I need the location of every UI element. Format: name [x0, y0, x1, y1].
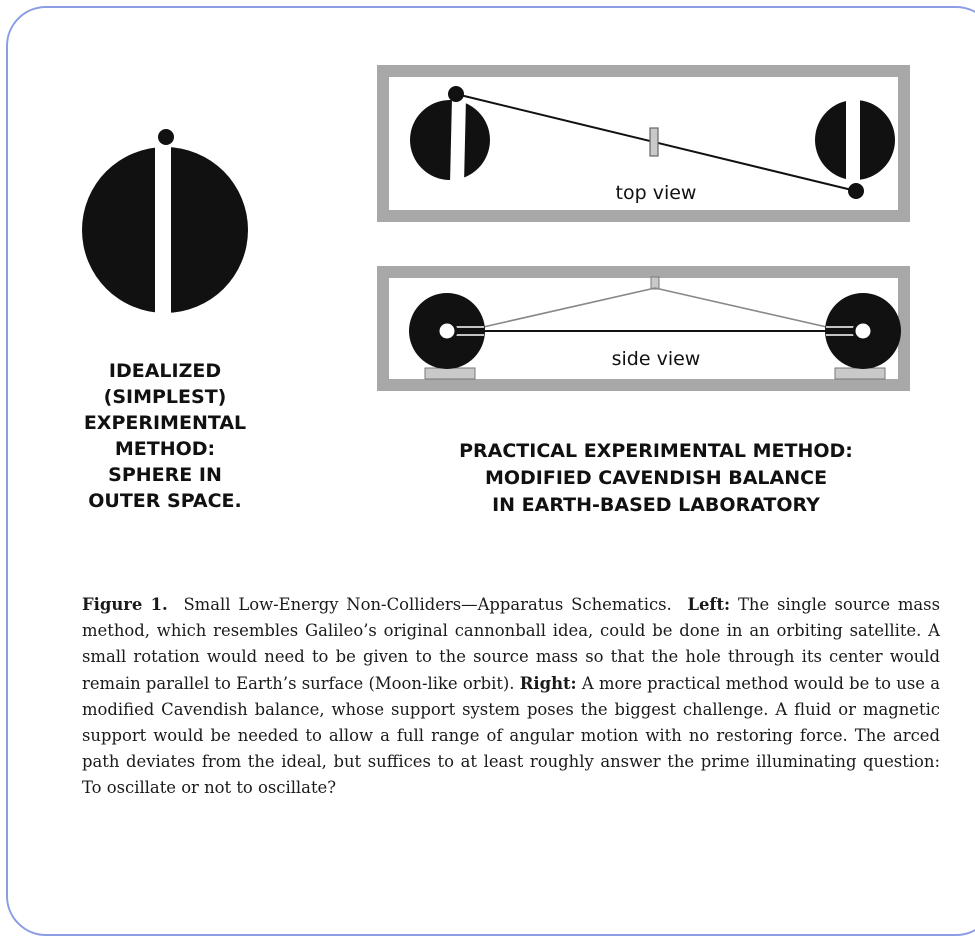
left-label-line-5: SPHERE IN — [108, 464, 222, 486]
left-label: Left: — [687, 595, 731, 614]
side-test-mass-right — [852, 320, 874, 342]
figure-caption: Figure 1. Small Low-Energy Non-Colliders… — [82, 592, 940, 802]
pivot-fiber — [649, 127, 659, 157]
left-description: The single source mass method, which res… — [82, 595, 941, 693]
apparatus-diagram: IDEALIZED (SIMPLEST) EXPERIMENTAL METHOD… — [82, 65, 910, 516]
figure-title: Small Low-Energy Non-Colliders—Apparatus… — [183, 595, 672, 614]
right-description: A more practical method would be to use … — [82, 673, 940, 798]
right-label-line-3: IN EARTH-BASED LABORATORY — [492, 494, 820, 516]
idealized-sphere — [82, 129, 248, 317]
right-label-line-1: PRACTICAL EXPERIMENTAL METHOD: — [459, 440, 853, 462]
top-test-mass-left — [448, 86, 464, 102]
side-view-frame — [377, 266, 910, 391]
right-panel-label: PRACTICAL EXPERIMENTAL METHOD: MODIFIED … — [459, 440, 853, 516]
side-view-label: side view — [612, 348, 701, 370]
left-label-line-6: OUTER SPACE. — [88, 490, 241, 512]
left-label-line-1: IDEALIZED — [109, 360, 221, 382]
test-mass — [158, 129, 174, 145]
top-view-label: top view — [616, 182, 697, 204]
right-label: Right: — [519, 673, 577, 693]
side-test-mass-left — [436, 320, 458, 342]
right-label-line-2: MODIFIED CAVENDISH BALANCE — [485, 467, 827, 489]
side-view-panel: side view — [377, 266, 910, 391]
left-panel-label: IDEALIZED (SIMPLEST) EXPERIMENTAL METHOD… — [84, 360, 246, 512]
figure-label: Figure 1. — [82, 595, 168, 614]
left-label-line-4: METHOD: — [115, 438, 215, 460]
left-label-line-2: (SIMPLEST) — [104, 386, 227, 408]
top-view-frame — [377, 65, 910, 222]
left-label-line-3: EXPERIMENTAL — [84, 412, 246, 434]
top-view-panel: top view — [377, 65, 910, 222]
top-test-mass-right — [848, 183, 864, 199]
